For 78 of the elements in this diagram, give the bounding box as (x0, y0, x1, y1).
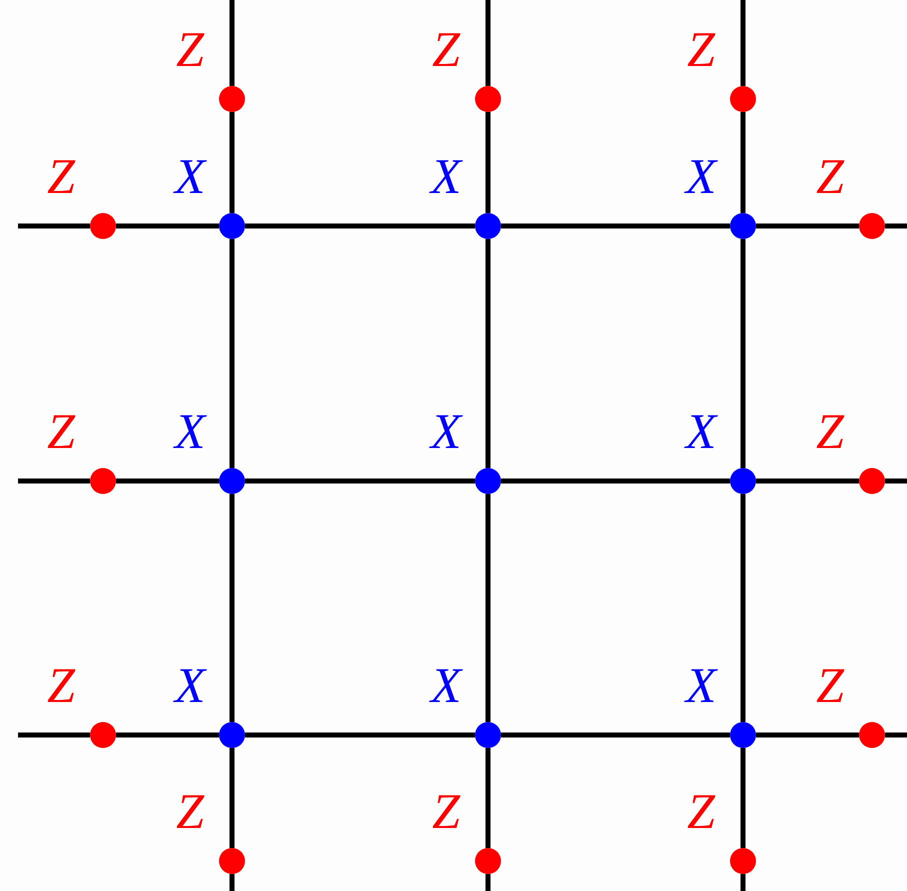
vertex-dot (859, 722, 885, 748)
lattice-line (116, 224, 219, 228)
operator-label: Z (687, 786, 715, 836)
operator-label: Z (47, 406, 75, 456)
vertex-dot (730, 86, 756, 112)
vertex-dot (475, 468, 501, 494)
lattice-line (756, 478, 859, 484)
vertex-dot (475, 848, 501, 874)
lattice-line (740, 748, 746, 848)
lattice-line (756, 224, 859, 228)
lattice-line (245, 478, 475, 484)
lattice-line (486, 0, 490, 86)
operator-label: Z (816, 151, 844, 201)
lattice-line (885, 478, 907, 484)
vertex-dot (475, 722, 501, 748)
operator-label: X (686, 406, 716, 456)
lattice-line (486, 874, 490, 891)
lattice-line (486, 112, 490, 213)
vertex-dot (859, 468, 885, 494)
lattice-line (18, 478, 90, 484)
lattice-line (230, 494, 234, 722)
operator-label: X (430, 406, 462, 456)
operator-label: X (174, 660, 206, 710)
operator-label: Z (47, 660, 75, 710)
vertex-dot (90, 213, 116, 239)
operator-label: X (686, 660, 716, 710)
vertex-dot (730, 722, 756, 748)
lattice-line (230, 748, 234, 848)
operator-label: X (174, 406, 206, 456)
vertex-dot (219, 722, 245, 748)
vertex-dot (475, 86, 501, 112)
operator-label: Z (816, 406, 844, 456)
lattice-line (756, 732, 859, 738)
lattice-line (740, 239, 746, 468)
lattice-line (740, 0, 746, 86)
lattice-line (245, 224, 475, 228)
operator-label: Z (432, 24, 460, 74)
vertex-dot (730, 468, 756, 494)
operator-label: X (174, 151, 206, 201)
vertex-dot (90, 468, 116, 494)
vertex-dot (475, 213, 501, 239)
lattice-line (501, 478, 730, 484)
operator-label: Z (176, 786, 204, 836)
lattice-line (18, 224, 90, 228)
lattice-line (116, 732, 219, 738)
lattice-line (501, 732, 730, 738)
vertex-dot (219, 468, 245, 494)
lattice-line (740, 874, 746, 891)
lattice-line (885, 224, 907, 228)
operator-label: Z (432, 786, 460, 836)
vertex-dot (730, 213, 756, 239)
lattice-line (230, 0, 234, 86)
operator-label: X (430, 151, 462, 201)
lattice-line (501, 224, 730, 228)
lattice-line (230, 239, 234, 468)
lattice-line (245, 732, 475, 738)
operator-label: X (430, 660, 462, 710)
operator-label: X (686, 151, 716, 201)
lattice-line (116, 478, 219, 484)
lattice-line (740, 494, 746, 722)
lattice-line (486, 239, 490, 468)
operator-label: Z (687, 24, 715, 74)
lattice-line (740, 112, 746, 213)
operator-label: Z (47, 151, 75, 201)
lattice-line (486, 494, 490, 722)
vertex-dot (219, 213, 245, 239)
lattice-line (230, 112, 234, 213)
lattice-line (230, 874, 234, 891)
lattice-line (885, 732, 907, 738)
vertex-dot (730, 848, 756, 874)
vertex-dot (90, 722, 116, 748)
vertex-dot (859, 213, 885, 239)
operator-label: Z (816, 660, 844, 710)
operator-label: Z (176, 24, 204, 74)
vertex-dot (219, 848, 245, 874)
vertex-dot (219, 86, 245, 112)
lattice-line (18, 732, 90, 738)
lattice-line (486, 748, 490, 848)
